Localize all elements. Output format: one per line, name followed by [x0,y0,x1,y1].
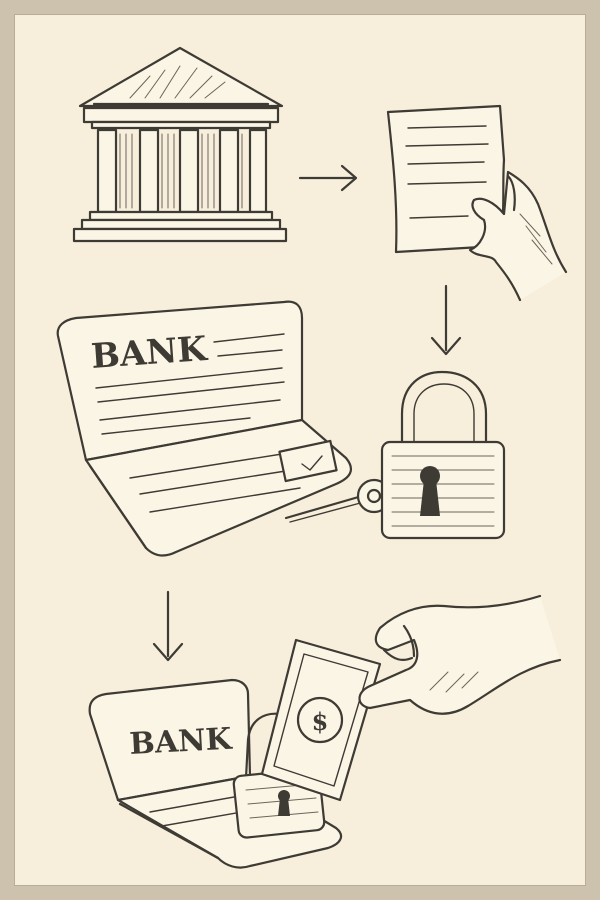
document-in-hand-icon [386,104,568,302]
laptop-icon: BANK [56,300,353,557]
arrow-right-icon [298,164,358,192]
banknote-symbol: $ [312,707,329,736]
arrow-down-icon [152,590,184,662]
hand-icon [358,594,562,715]
laptop-bank-label: BANK [129,722,234,762]
laptop-bank-label: BANK [90,329,210,377]
padlock-icon [380,370,506,540]
arrow-down-icon [430,284,462,356]
hand-icon [468,170,568,302]
bank-building-icon [72,46,288,243]
banknote-icon: $ [260,638,382,802]
checkbox-icon [278,439,338,483]
